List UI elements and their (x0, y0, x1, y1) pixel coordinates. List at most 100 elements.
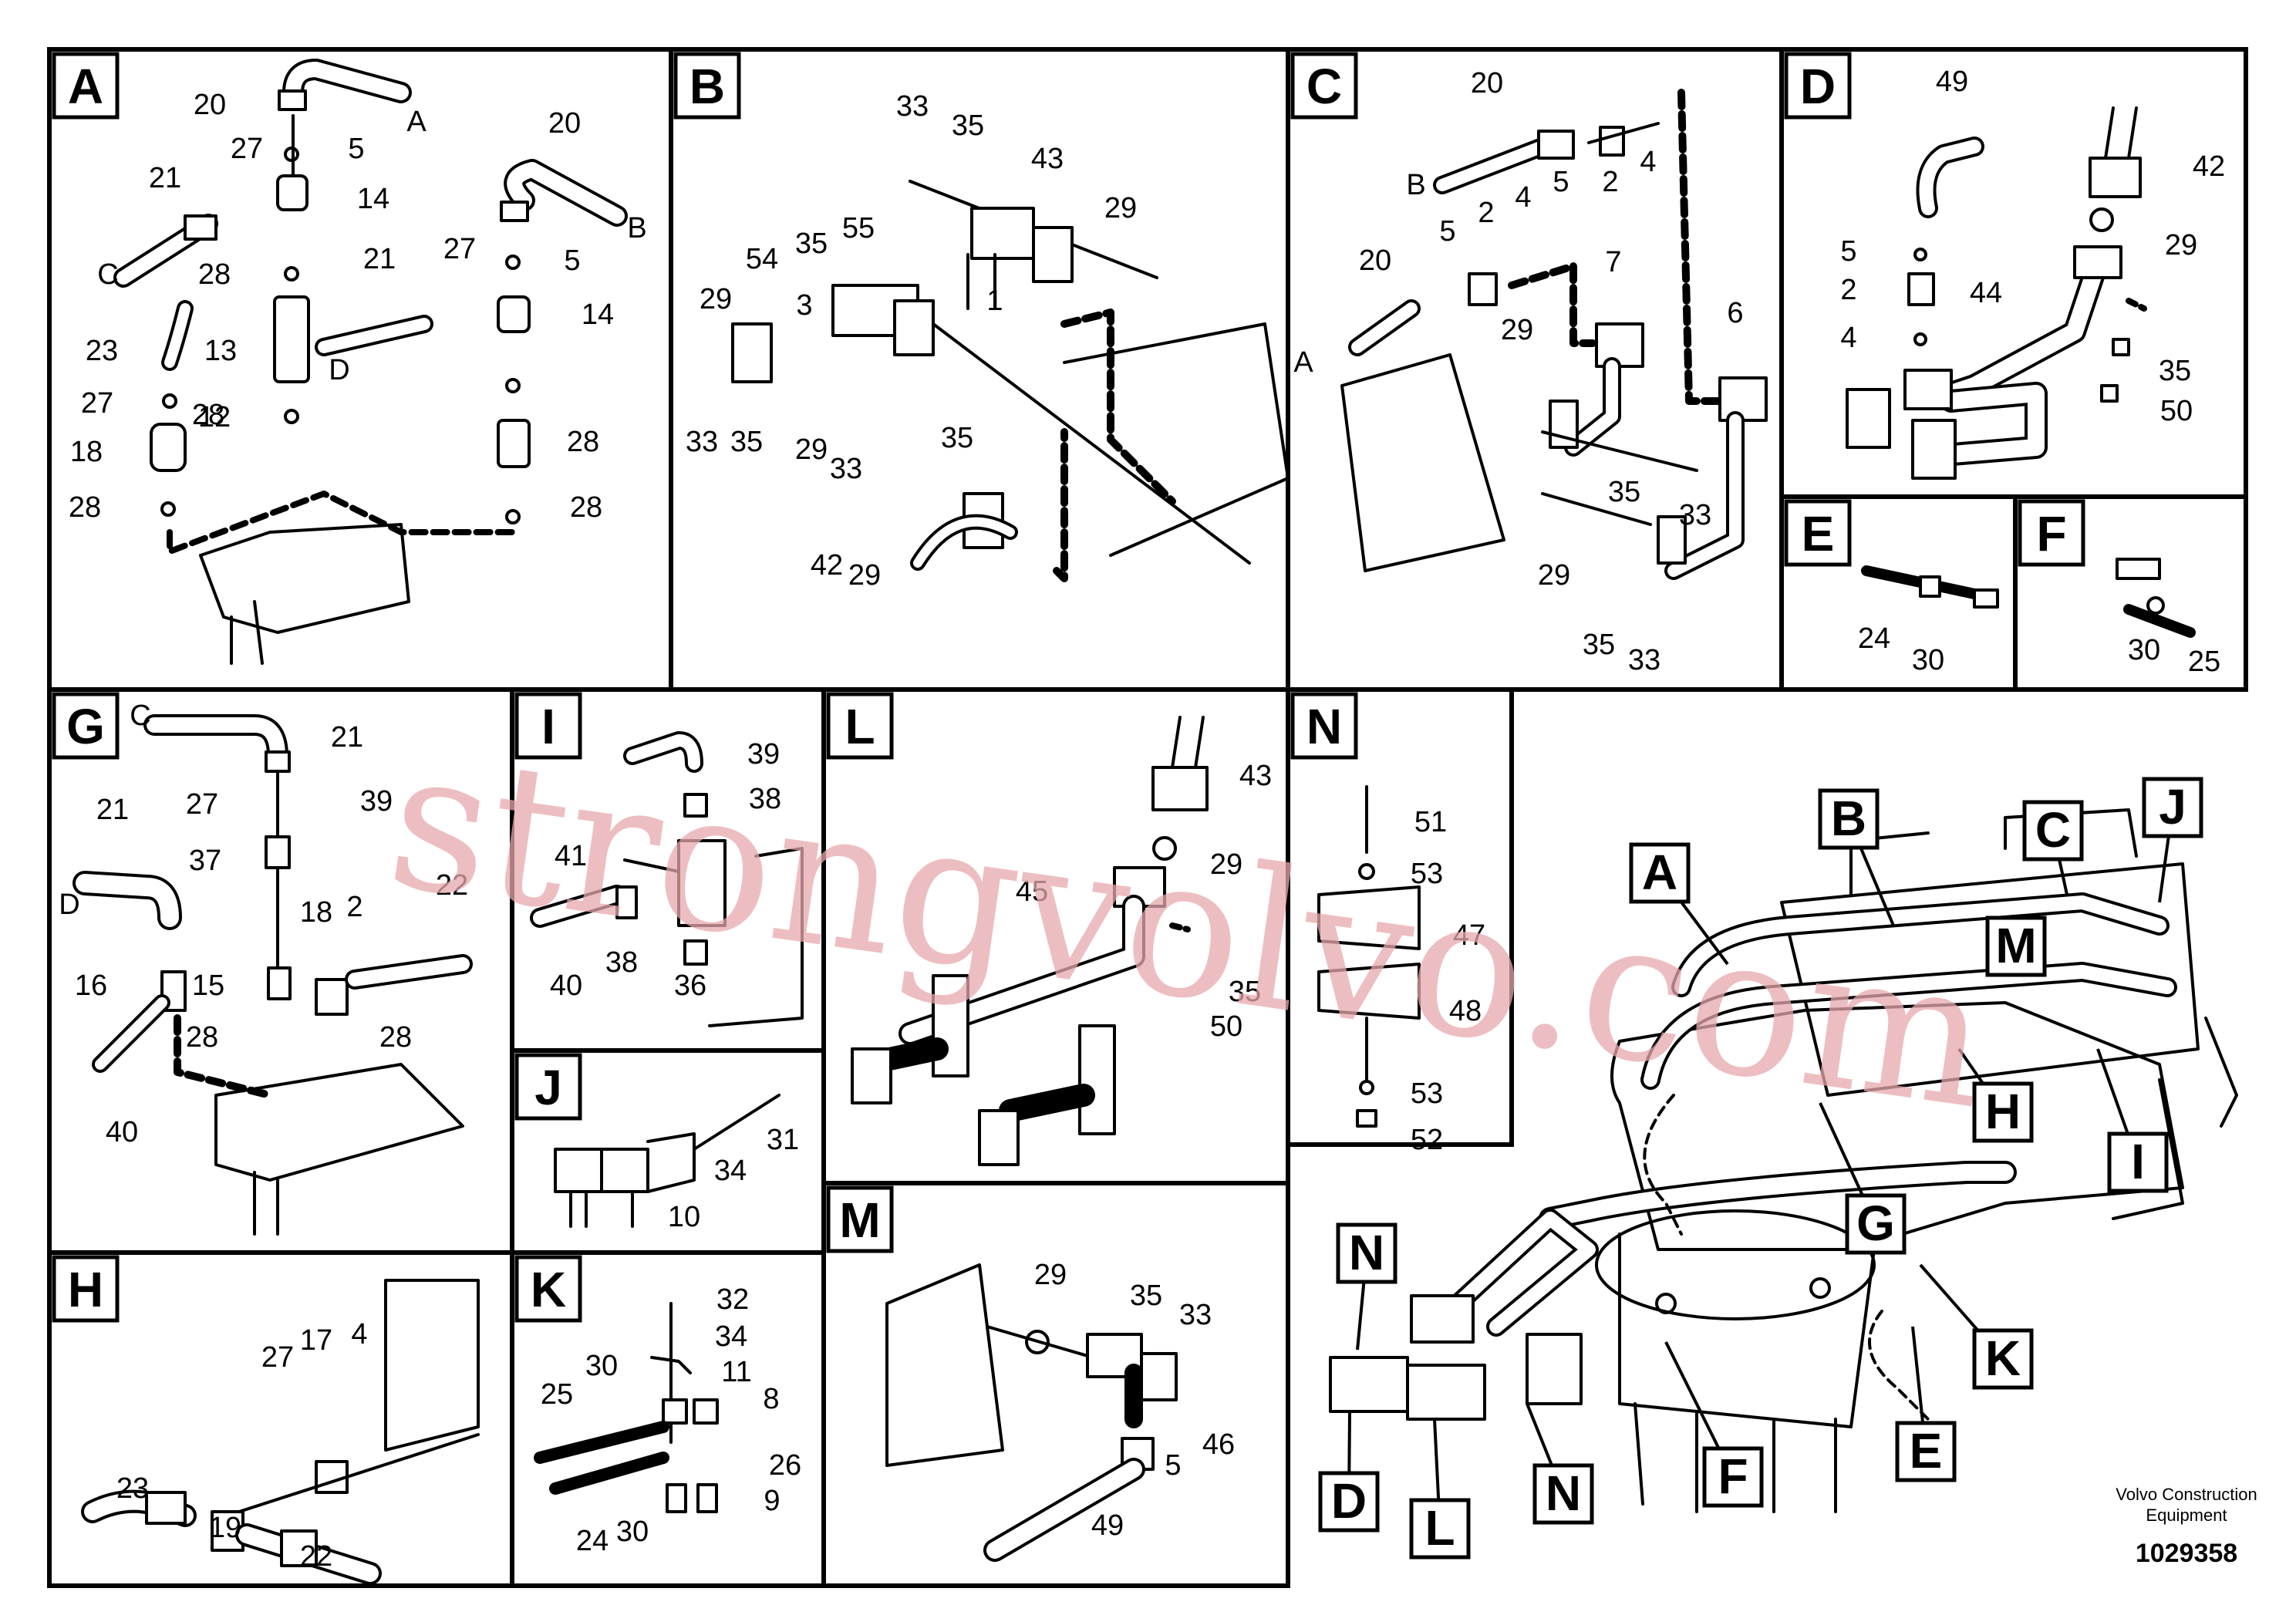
svg-text:K: K (531, 1262, 566, 1317)
part-label-d-5: 44 (1970, 277, 2002, 309)
part-label-g-14: 40 (106, 1116, 138, 1148)
part-label-g-8: 18 (300, 896, 332, 929)
part-label-b-10: 33 (686, 426, 718, 458)
part-label-a-12: 5 (564, 244, 580, 277)
part-label-c-1: B (1406, 169, 1425, 201)
part-label-i-1: 38 (749, 783, 781, 815)
svg-text:F: F (2036, 506, 2066, 561)
part-label-b-2: 43 (1031, 143, 1064, 175)
part-label-d-0: 49 (1936, 66, 1968, 98)
part-label-l-3: 35 (1229, 976, 1261, 1008)
svg-text:D: D (1331, 1473, 1367, 1529)
part-label-c-14: 33 (1679, 499, 1711, 531)
part-label-b-13: 33 (830, 453, 862, 485)
part-label-c-0: 20 (1471, 67, 1503, 99)
panel-tag-g: G (52, 692, 120, 760)
part-label-k-6: 26 (769, 1449, 801, 1482)
svg-text:I: I (541, 699, 555, 754)
svg-text:D: D (1800, 59, 1836, 114)
part-label-i-3: 40 (550, 969, 582, 1002)
part-label-c-8: 4 (1515, 181, 1531, 214)
panel-tag-c: C (1290, 52, 1358, 120)
part-label-g-9: 2 (346, 891, 362, 923)
overview-callout-k-8: K (1919, 1263, 2034, 1390)
part-label-b-7: 29 (700, 283, 732, 315)
panel-g-drawing (72, 714, 473, 1236)
part-label-l-4: 50 (1210, 1010, 1242, 1043)
svg-text:C: C (1306, 59, 1342, 114)
overview-callout-j-2: J (2142, 777, 2203, 903)
part-label-g-4: 39 (360, 785, 393, 818)
part-label-a-15: 23 (86, 335, 118, 367)
part-label-k-8: 24 (576, 1525, 609, 1557)
part-label-k-0: 32 (716, 1283, 749, 1316)
part-label-b-16: 29 (848, 559, 881, 592)
panel-k-drawing (534, 1302, 719, 1513)
panel-tag-i: I (514, 692, 582, 760)
part-label-a-9: B (627, 212, 646, 244)
part-label-a-6: C (97, 258, 118, 291)
part-label-n-3: 48 (1449, 995, 1482, 1027)
part-label-h-4: 19 (209, 1512, 241, 1544)
svg-text:N: N (1349, 1225, 1384, 1280)
part-label-b-6: 54 (746, 243, 778, 275)
overview-callout-f-10: F (1664, 1341, 1764, 1508)
part-label-a-22: 28 (69, 491, 101, 524)
footer-company-line1: Volvo Construction (2116, 1485, 2257, 1504)
part-label-d-6: 4 (1840, 322, 1856, 354)
part-label-m-4: 5 (1165, 1449, 1181, 1482)
part-label-k-7: 9 (764, 1485, 780, 1517)
drawing-number: 1029358 (2136, 1539, 2237, 1568)
part-label-g-11: 15 (192, 969, 224, 1002)
part-label-m-1: 35 (1130, 1280, 1162, 1312)
part-label-e-0: 24 (1858, 622, 1890, 655)
part-label-l-1: 29 (1210, 848, 1242, 881)
part-label-a-5: 14 (357, 183, 389, 215)
part-label-a-16: 13 (204, 335, 237, 367)
svg-text:N: N (1546, 1465, 1581, 1521)
overview-callout-l-14: L (1409, 1418, 1471, 1560)
part-label-b-12: 29 (795, 433, 828, 466)
overview-callout-c-1: C (2022, 800, 2084, 895)
part-label-b-4: 55 (842, 212, 875, 244)
part-label-c-12: 29 (1501, 314, 1533, 346)
part-label-k-2: 11 (721, 1356, 751, 1388)
svg-text:M: M (839, 1192, 880, 1248)
part-label-b-11: 35 (730, 426, 763, 458)
part-label-a-18: 28 (192, 399, 224, 431)
part-label-a-3: 5 (348, 133, 364, 165)
part-label-g-7: D (59, 889, 79, 921)
part-label-h-5: 22 (300, 1540, 332, 1573)
part-label-b-14: 35 (941, 422, 973, 454)
svg-text:E: E (1802, 506, 1835, 561)
svg-text:I: I (2131, 1134, 2145, 1189)
part-label-m-0: 29 (1034, 1259, 1067, 1291)
panel-tag-k: K (514, 1255, 582, 1323)
overview-callout-h-5: H (1957, 1047, 2034, 1143)
part-label-a-7: 28 (198, 258, 231, 291)
part-label-i-5: 36 (674, 969, 706, 1002)
part-label-n-2: 47 (1453, 919, 1485, 952)
part-label-h-0: 17 (300, 1324, 332, 1357)
part-label-c-17: 33 (1628, 644, 1660, 676)
part-label-i-2: 41 (555, 840, 587, 872)
part-label-a-17: 27 (81, 387, 113, 420)
part-label-a-19: 28 (567, 426, 599, 458)
svg-text:F: F (1718, 1448, 1748, 1504)
overview-callout-e-9: E (1895, 1326, 1957, 1482)
part-label-c-9: 7 (1605, 246, 1621, 278)
panel-e-f-drawing (1861, 558, 2196, 638)
svg-text:L: L (845, 699, 875, 754)
part-label-a-8: 20 (548, 107, 581, 140)
svg-text:B: B (1831, 791, 1866, 846)
svg-text:N: N (1306, 699, 1342, 754)
part-label-f-1: 25 (2188, 646, 2220, 678)
svg-text:E: E (1910, 1423, 1943, 1479)
svg-text:H: H (1985, 1084, 2021, 1139)
part-label-a-13: D (329, 354, 349, 386)
part-label-a-11: 27 (443, 233, 476, 265)
part-label-i-0: 39 (747, 738, 780, 771)
part-label-d-7: 35 (2159, 355, 2191, 387)
panel-tag-d: D (1784, 52, 1852, 120)
